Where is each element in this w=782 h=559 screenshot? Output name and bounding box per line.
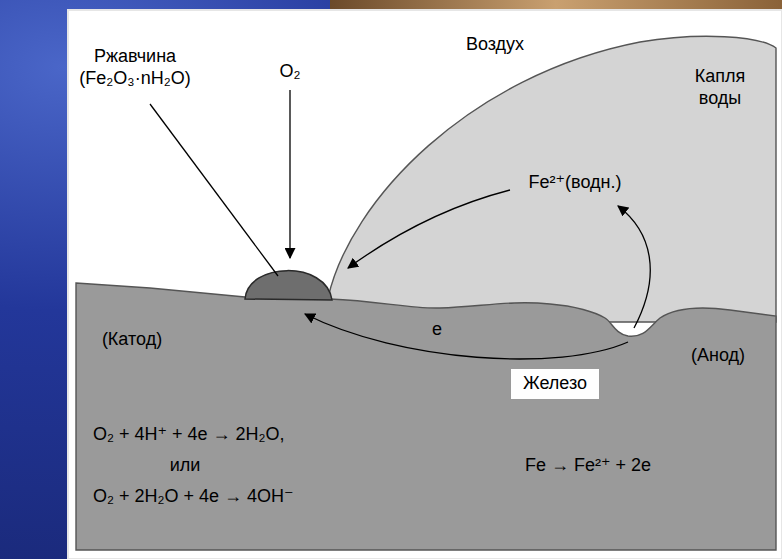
text-slot: (Анод) [691,345,745,367]
text-slot: (Катод) [102,329,162,351]
iron-body-outline [76,283,776,550]
text-slot: Fe → Fe²⁺ + 2e [525,455,651,477]
ion-label: Fe²⁺(водн.) [529,172,622,194]
equation-connector: или [170,455,201,477]
text-slot: Капля воды [695,66,746,109]
text-slot: O₂ + 2H₂O + 4e → 4OH⁻ [93,486,294,508]
air-label: Воздух [466,34,524,56]
text-slot: Fe²⁺(водн.) [529,172,622,194]
photo-strip [330,0,782,10]
text-slot: O₂ + 4H⁺ + 4e → 2H₂O, [93,424,285,446]
metal-box: Железо [511,369,599,399]
text-slot: или [170,455,201,477]
oxygen-arrow [289,90,290,258]
electron-label: e [432,319,442,341]
figure-panel [68,10,782,559]
text-slot: O₂ [280,61,301,83]
drop-label: Капля воды [695,66,746,109]
metal-label: Железо [523,373,587,395]
cathode-equation: O₂ + 2H₂O + 4e → 4OH⁻ [93,486,294,508]
water-drop: Капля водыFe²⁺(водн.) [320,20,782,330]
anode-equation: Fe → Fe²⁺ + 2e [525,455,651,477]
rust-label: Ржавчина (Fe₂O₃·nH₂O) [79,46,190,89]
anode-label: (Анод) [691,345,745,367]
text-slot: e [432,319,442,341]
oxygen-label: O₂ [280,61,301,83]
text-slot: Воздух [466,34,524,56]
rust-deposit [245,271,332,300]
iron-body: (Катод) e (Анод) O₂ + 4H⁺ + 4e → 2H₂O, илиO₂… [70,270,782,555]
cathode-equation: O₂ + 4H⁺ + 4e → 2H₂O, [93,424,285,446]
water-drop-outline [328,36,776,322]
leader-line [150,104,278,276]
text-slot: Ржавчина (Fe₂O₃·nH₂O) [79,46,190,89]
iron-body-shape [70,270,782,555]
cathode-label: (Катод) [102,329,162,351]
